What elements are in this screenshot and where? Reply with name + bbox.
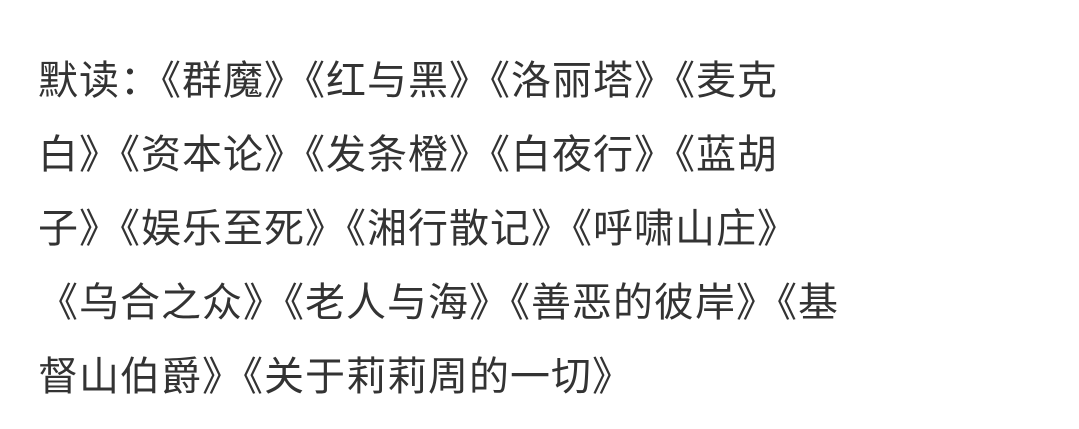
- text-line-5: 督山伯爵》《关于莉莉周的一切》: [38, 354, 633, 400]
- text-line-4: 《乌合之众》《老人与海》《善恶的彼岸》《基: [38, 280, 839, 326]
- text-line-2: 白》《资本论》《发条橙》《白夜行》《蓝胡: [38, 132, 778, 178]
- text-line-3: 子》《娱乐至死》《湘行散记》《呼啸山庄》: [38, 206, 798, 252]
- text-line-1: 默读：《群魔》《红与黑》《洛丽塔》《麦克: [38, 58, 778, 104]
- book-list-text: 默读：《群魔》《红与黑》《洛丽塔》《麦克 白》《资本论》《发条橙》《白夜行》《蓝…: [38, 44, 1057, 414]
